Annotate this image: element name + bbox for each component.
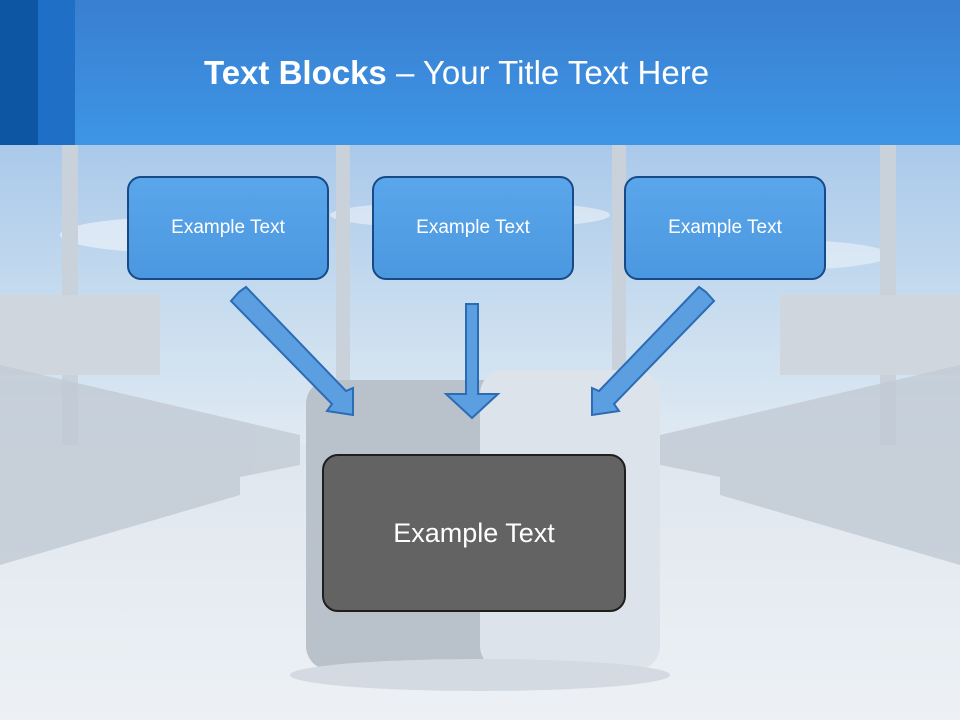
header-accent-dark: [0, 0, 38, 145]
text-block-middle[interactable]: Example Text: [372, 176, 574, 280]
text-block-left-label: Example Text: [171, 217, 285, 238]
text-block-center[interactable]: Example Text: [322, 454, 626, 612]
text-block-center-label: Example Text: [393, 517, 555, 548]
text-block-right[interactable]: Example Text: [624, 176, 826, 280]
header-accent-mid: [38, 0, 75, 145]
text-block-left[interactable]: Example Text: [127, 176, 329, 280]
text-block-right-label: Example Text: [668, 217, 782, 238]
slide-title-bold: Text Blocks: [204, 54, 387, 91]
slide-title[interactable]: Text Blocks – Your Title Text Here: [204, 54, 709, 92]
title-bar: Text Blocks – Your Title Text Here: [0, 0, 960, 145]
text-block-middle-label: Example Text: [416, 217, 530, 238]
slide-title-rest: – Your Title Text Here: [386, 54, 710, 91]
